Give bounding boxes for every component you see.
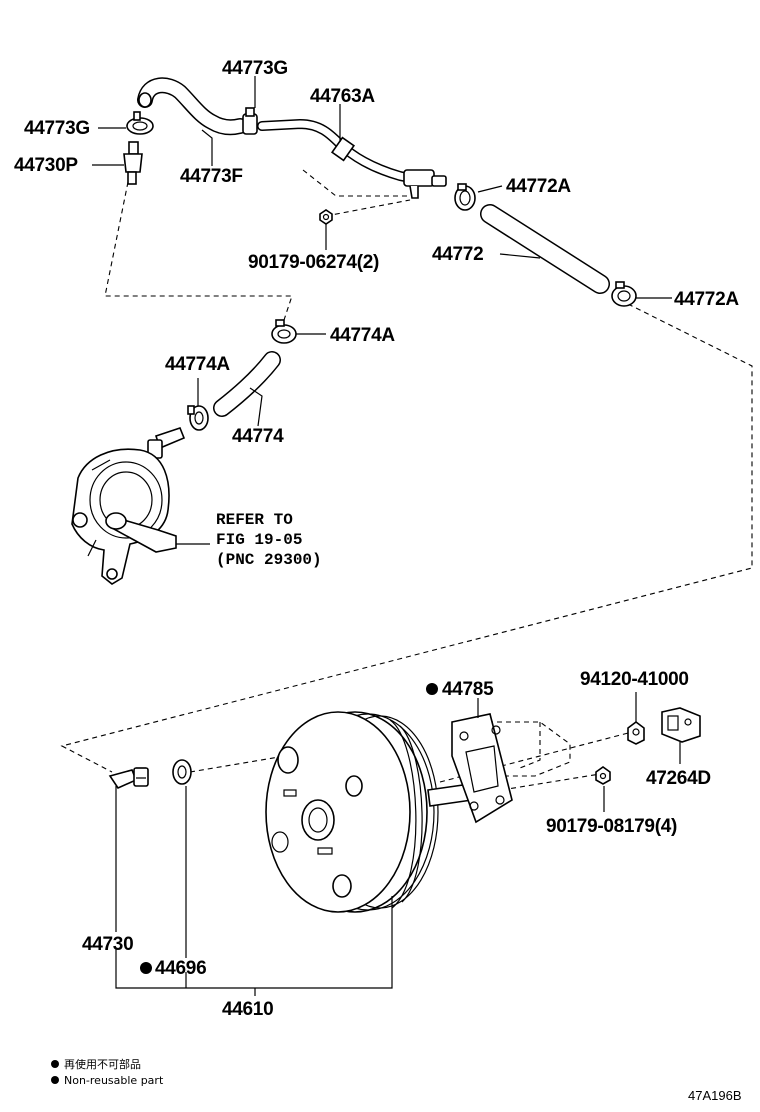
clamp-44774A-left (187, 405, 209, 431)
label-44772: 44772 (432, 244, 483, 265)
dashed-routing-lines (60, 169, 753, 801)
clamp-44772A-upper (454, 183, 476, 211)
label-44773F: 44773F (180, 166, 243, 187)
legend-dot-japanese (51, 1060, 59, 1068)
clevis-47264D (661, 707, 701, 743)
figure-code: 47A196B (688, 1088, 742, 1103)
nut-90179-06274 (319, 209, 333, 225)
clamp-44774A-right (271, 319, 297, 344)
label-94120-41000: 94120-41000 (580, 669, 689, 690)
grommet-44696 (172, 759, 192, 785)
legend-japanese: 再使用不可部品 (64, 1057, 141, 1071)
label-90179-06274: 90179-06274(2) (248, 252, 379, 273)
label-44696: 44696 (155, 958, 206, 979)
label-44763A: 44763A (310, 86, 375, 107)
leader-lines (92, 76, 681, 996)
label-47264D: 47264D (646, 768, 711, 789)
non-reusable-dot-44696 (140, 962, 152, 974)
label-44785: 44785 (442, 679, 494, 700)
label-44774: 44774 (232, 426, 284, 447)
clamp-44773G-left (126, 111, 154, 135)
nut-90179-08179 (595, 766, 611, 785)
refer-line-3: (PNC 29300) (216, 551, 322, 569)
label-44772A-lower: 44772A (674, 289, 739, 310)
gasket-44785 (451, 713, 513, 824)
label-44773G-left: 44773G (24, 118, 90, 139)
label-44772A-upper: 44772A (506, 176, 571, 197)
label-44774A-right: 44774A (330, 325, 395, 346)
vacuum-pump (71, 427, 186, 585)
label-90179-08179: 90179-08179(4) (546, 816, 677, 837)
check-valve-44730P (123, 141, 143, 185)
label-44730: 44730 (82, 934, 133, 955)
label-44774A-left: 44774A (165, 354, 230, 375)
refer-line-1: REFER TO (216, 511, 293, 529)
label-44773G-top: 44773G (222, 58, 288, 79)
legend-english: Non-reusable part (64, 1074, 164, 1087)
refer-line-2: FIG 19-05 (216, 531, 302, 549)
check-valve-44730 (108, 767, 149, 790)
legend-dot-english (51, 1076, 59, 1084)
legend: 再使用不可部品 Non-reusable part (51, 1057, 164, 1087)
tube-44763A (257, 118, 447, 199)
hose-44773F (137, 77, 248, 136)
clamp-44772A-lower (611, 281, 637, 307)
clamp-44773G-top (242, 107, 258, 135)
label-44730P: 44730P (14, 155, 78, 176)
nut-94120-41000 (627, 721, 645, 745)
hose-44774 (213, 351, 281, 417)
non-reusable-dot-44785 (426, 683, 438, 695)
hose-44772 (480, 204, 610, 294)
label-44610: 44610 (222, 999, 273, 1020)
brake-booster-44610 (265, 711, 473, 913)
